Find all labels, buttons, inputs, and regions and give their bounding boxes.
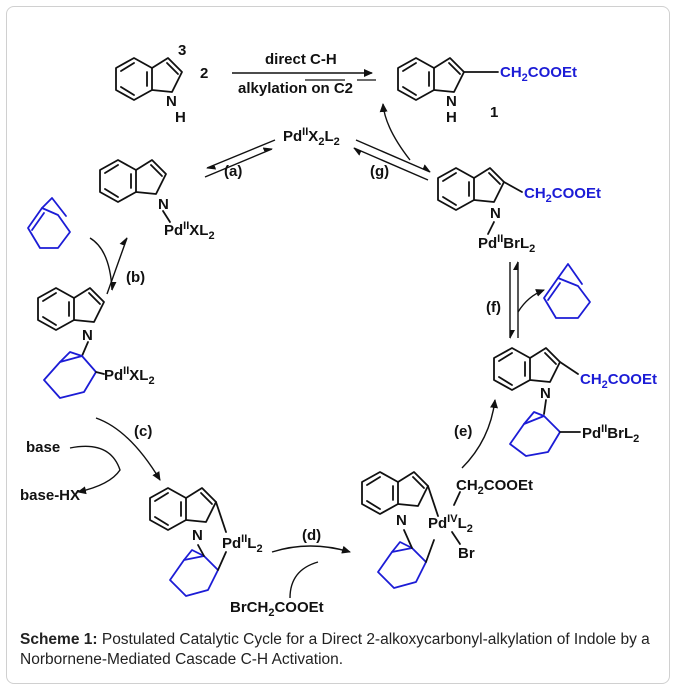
int-e-ch2-label: CH2COOEt [580, 371, 657, 391]
step-a-arrows: (a) [204, 139, 276, 180]
pd-iv-ch2cooet-label: CH2COOEt [456, 477, 533, 497]
pd-brl2-label-e: PdIIBrL2 [582, 423, 639, 445]
alkylation-label: alkylation on C2 [238, 80, 353, 97]
step-e-arrow: (e) [454, 399, 498, 469]
compound-number: 1 [490, 104, 498, 121]
palladacycle-intermediate: N PdIIL2 [149, 487, 263, 597]
product-h-label: H [446, 109, 457, 126]
pd-iv-br-label: Br [458, 545, 475, 562]
direct-alkylation-arrow: direct C-H alkylation on C2 [232, 51, 376, 97]
n-pdbr-product-intermediate: CH2COOEt N PdIIBrL2 [437, 167, 601, 255]
pd-xl2-label: PdIIXL2 [164, 220, 215, 242]
step-g-arrows: (g) [353, 103, 431, 181]
pd-l2-label: PdIIL2 [222, 533, 263, 555]
norbornyl-pd-intermediate: N PdIIXL2 [37, 287, 155, 399]
product-1: CH2COOEt N H 1 [397, 57, 577, 126]
product-ch2-label: CH2COOEt [500, 64, 577, 84]
bromoacetate-label: BrCH2COOEt [230, 599, 324, 619]
catalyst-label: PdIIX2L2 [283, 126, 340, 148]
pd-iv-intermediate: N PdIVL2 CH2COOEt Br [361, 471, 533, 589]
product-n-label: N [446, 93, 457, 110]
catalytic-cycle-scheme: 3 2 N H direct C-H alkylation on C2 CH2C… [20, 42, 657, 619]
figure-frame [6, 6, 670, 684]
int-f-ch2-label: CH2COOEt [524, 185, 601, 205]
step-c-label: (c) [134, 423, 152, 440]
caption-text: Postulated Catalytic Cycle for a Direct … [20, 631, 650, 668]
norbornyl-pdbr-intermediate: CH2COOEt N PdIIBrL2 [493, 347, 657, 457]
indole-h-label: H [175, 109, 186, 126]
svg-text:N: N [490, 205, 501, 222]
step-f-label: (f) [486, 299, 501, 316]
caption-label: Scheme 1: [20, 631, 98, 648]
position-2-label: 2 [200, 65, 208, 82]
norbornene-right [543, 263, 591, 319]
pd-brl2-label-f: PdIIBrL2 [478, 233, 535, 255]
step-d-label: (d) [302, 527, 321, 544]
step-b-arrows: (b) [89, 237, 145, 295]
step-b-label: (b) [126, 269, 145, 286]
base-label: base [26, 439, 60, 456]
step-g-label: (g) [370, 163, 389, 180]
pd-iv-label: PdIVL2 [428, 513, 473, 535]
indole-n-label: N [166, 93, 177, 110]
direct-ch-label: direct C-H [265, 51, 337, 68]
svg-text:N: N [396, 512, 407, 529]
indole-reactant: 3 2 N H [115, 42, 208, 126]
step-c-arrows: (c) base base-HX [20, 417, 161, 504]
pd-xl2-label-b: PdIIXL2 [104, 365, 155, 387]
svg-text:N: N [192, 527, 203, 544]
base-hx-label: base-HX [20, 487, 80, 504]
step-a-label: (a) [224, 163, 242, 180]
position-3-label: 3 [178, 42, 186, 59]
svg-text:N: N [540, 385, 551, 402]
svg-text:N: N [158, 196, 169, 213]
step-f-arrows: (f) [486, 261, 545, 339]
norbornene-left [27, 197, 71, 249]
step-d-arrows: (d) BrCH2COOEt [230, 527, 351, 619]
scheme-caption: Scheme 1: Postulated Catalytic Cycle for… [20, 630, 660, 670]
step-e-label: (e) [454, 423, 472, 440]
n-pd-indole-intermediate: N PdIIXL2 [99, 159, 215, 242]
svg-text:N: N [82, 327, 93, 344]
